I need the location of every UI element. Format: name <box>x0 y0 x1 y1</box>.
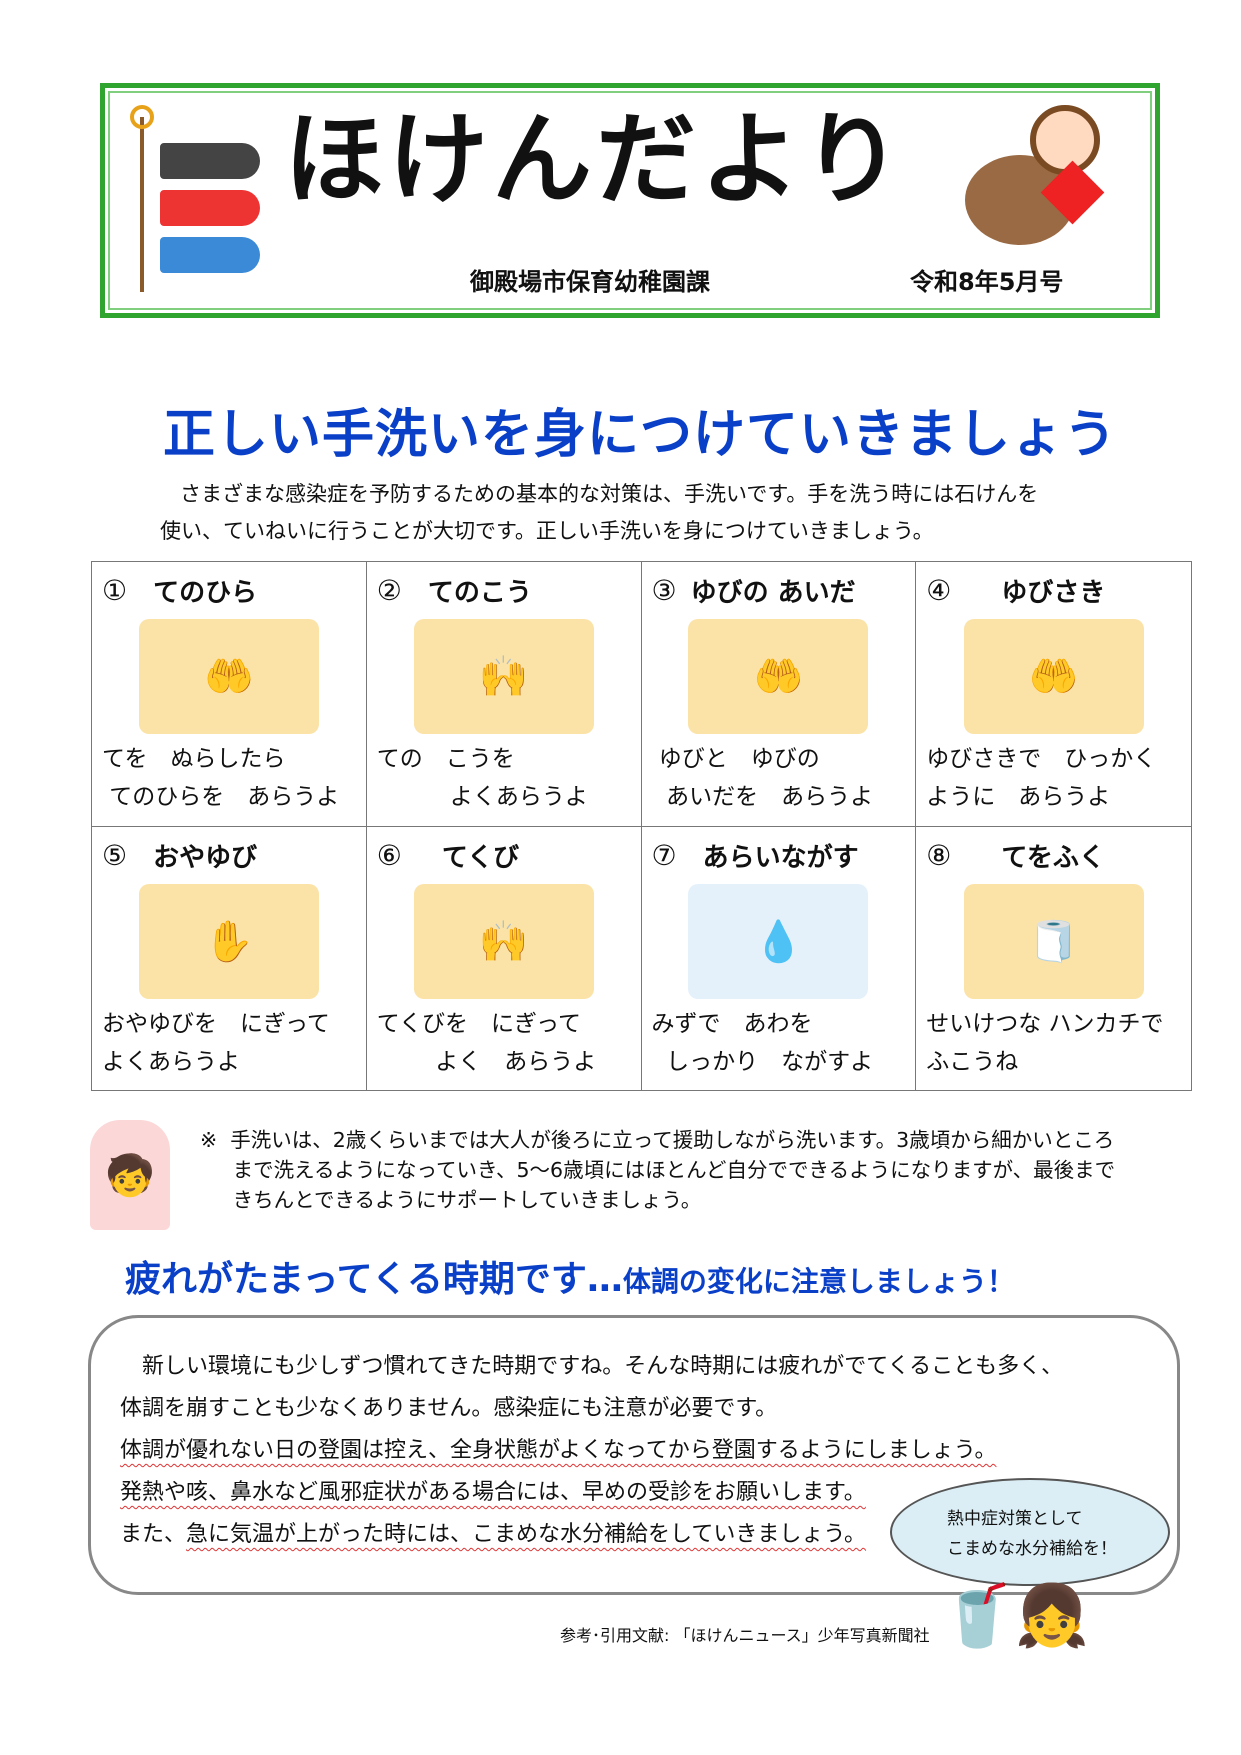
fatigue-line-5: また、急に気温が上がった時には、こまめな水分補給をしていきましょう。 <box>120 1516 866 1548</box>
fatigue-line-3: 体調が優れない日の登園は控え、全身状態がよくなってから登園するようにしましょう。 <box>120 1438 997 1463</box>
fatigue-line-5-text: 急に気温が上がった時には、こまめな水分補給をしていきましょう。 <box>186 1522 867 1547</box>
intro-line-2: 使い、ていねいに行うことが大切です。正しい手洗いを身につけていきましょう。 <box>160 519 934 543</box>
handwashing-note: ※ 手洗いは、2歳くらいまでは大人が後ろに立って援助しながら洗います。3歳頃から… <box>200 1128 1116 1212</box>
step-5: ⑤ おやゆび ✋ おやゆびを にぎって よくあらうよ <box>92 827 367 1091</box>
step-title: おやゆび <box>153 843 258 873</box>
newsletter-header <box>100 83 1160 318</box>
step-7: ⑦ あらいながす 💧 みずで あわを しっかり ながすよ <box>642 827 917 1091</box>
fatigue-heading-main: 疲れがたまってくる時期です… <box>125 1259 623 1300</box>
handwashing-steps-table: ① てのひら 🤲 てを ぬらしたら てのひらを あらうよ ② てのこう 🙌 ての こうを よ… <box>91 561 1192 1091</box>
step-caption: てくびを にぎって よく あらうよ <box>376 1011 597 1075</box>
step-title: てをふく <box>1001 843 1105 873</box>
bubble-line-2: こまめな水分補給を！ <box>947 1539 1117 1559</box>
step-4: ④ ゆびさき 🤲 ゆびさきで ひっかく ように あらうよ <box>916 562 1191 827</box>
step-number: ④ <box>926 574 952 607</box>
step-caption: せいけつな ハンカチで ふこうね <box>926 1011 1164 1075</box>
step-1: ① てのひら 🤲 てを ぬらしたら てのひらを あらうよ <box>92 562 367 827</box>
hands-illustration: 🙌 <box>413 619 594 734</box>
hands-illustration: ✋ <box>138 884 319 999</box>
fatigue-line-1: 新しい環境にも少しずつ慣れてきた時期ですね。そんな時期には疲れがでてくることも多… <box>120 1354 1064 1379</box>
bear-girl-illustration <box>965 95 1115 245</box>
hands-illustration: 🙌 <box>413 884 594 999</box>
citation: 参考･引用文献: 「ほけんニュース」少年写真新聞社 <box>560 1626 930 1645</box>
speech-bubble: 熱中症対策としてこまめな水分補給を！ <box>890 1478 1170 1586</box>
fatigue-subheading: 体調の変化に注意しましょう！ <box>622 1265 1015 1298</box>
step-title: ゆびさき <box>1001 578 1106 608</box>
step-caption: おやゆびを にぎって よくあらうよ <box>102 1011 330 1075</box>
step-number: ③ <box>651 574 677 607</box>
newsletter-title: ほけんだより <box>284 101 906 218</box>
koinobori-illustration <box>130 105 270 295</box>
step-caption: ての こうを よくあらうよ <box>376 746 588 810</box>
intro-line-1: さまざまな感染症を予防するための基本的な対策は、手洗いです。手を洗う時には石けん… <box>180 482 1039 506</box>
child-washing-illustration: 🧒 <box>90 1120 170 1230</box>
hands-illustration: 🤲 <box>688 619 869 734</box>
step-caption: ゆびと ゆびの あいだを あらうよ <box>658 746 874 810</box>
department-name: 御殿場市保育幼稚園課 <box>470 268 710 296</box>
step-caption: ゆびさきで ひっかく ように あらうよ <box>926 746 1157 810</box>
step-title: てのひら <box>153 578 258 608</box>
bubble-line-1: 熱中症対策として <box>947 1509 1083 1529</box>
hands-towel-illustration: 🧻 <box>963 884 1144 999</box>
step-number: ⑧ <box>926 839 952 872</box>
handwashing-heading: 正しい手洗いを身につけていきましょう <box>162 405 1117 465</box>
fatigue-heading: 疲れがたまってくる時期です…体調の変化に注意しましょう！ <box>125 1250 1015 1302</box>
step-number: ② <box>376 574 402 607</box>
step-number: ⑤ <box>102 839 128 872</box>
step-number: ⑥ <box>376 839 402 872</box>
fatigue-line-2: 体調を崩すことも少なくありません。感染症にも注意が必要です。 <box>120 1396 778 1421</box>
hands-illustration: 💧 <box>688 884 869 999</box>
hands-illustration: 🤲 <box>963 619 1144 734</box>
step-number: ① <box>102 574 128 607</box>
step-title: てのこう <box>427 578 532 608</box>
step-2: ② てのこう 🙌 ての こうを よくあらうよ <box>366 562 642 827</box>
step-8: ⑧ てをふく 🧻 せいけつな ハンカチで ふこうね <box>916 827 1191 1091</box>
step-caption: てを ぬらしたら てのひらを あらうよ <box>102 746 340 810</box>
step-6: ⑥ てくび 🙌 てくびを にぎって よく あらうよ <box>367 827 642 1091</box>
children-drinking-illustration: 🥤👧 <box>940 1581 1090 1651</box>
step-title: あらいながす <box>702 843 859 873</box>
step-caption: みずで あわを しっかり ながすよ <box>651 1011 874 1075</box>
fatigue-info-box <box>88 1315 1180 1595</box>
step-title: てくび <box>441 843 520 873</box>
issue-date: 令和8年5月号 <box>910 268 1064 296</box>
fatigue-line-4: 発熱や咳、鼻水など風邪症状がある場合には、早めの受診をお願いします。 <box>120 1480 866 1505</box>
step-number: ⑦ <box>651 839 677 872</box>
hands-illustration: 🤲 <box>138 619 319 734</box>
step-3: ③ ゆびの あいだ 🤲 ゆびと ゆびの あいだを あらうよ <box>641 562 917 827</box>
fatigue-line-5-prefix: また、 <box>120 1522 187 1547</box>
step-title: ゆびの あいだ <box>690 578 856 608</box>
